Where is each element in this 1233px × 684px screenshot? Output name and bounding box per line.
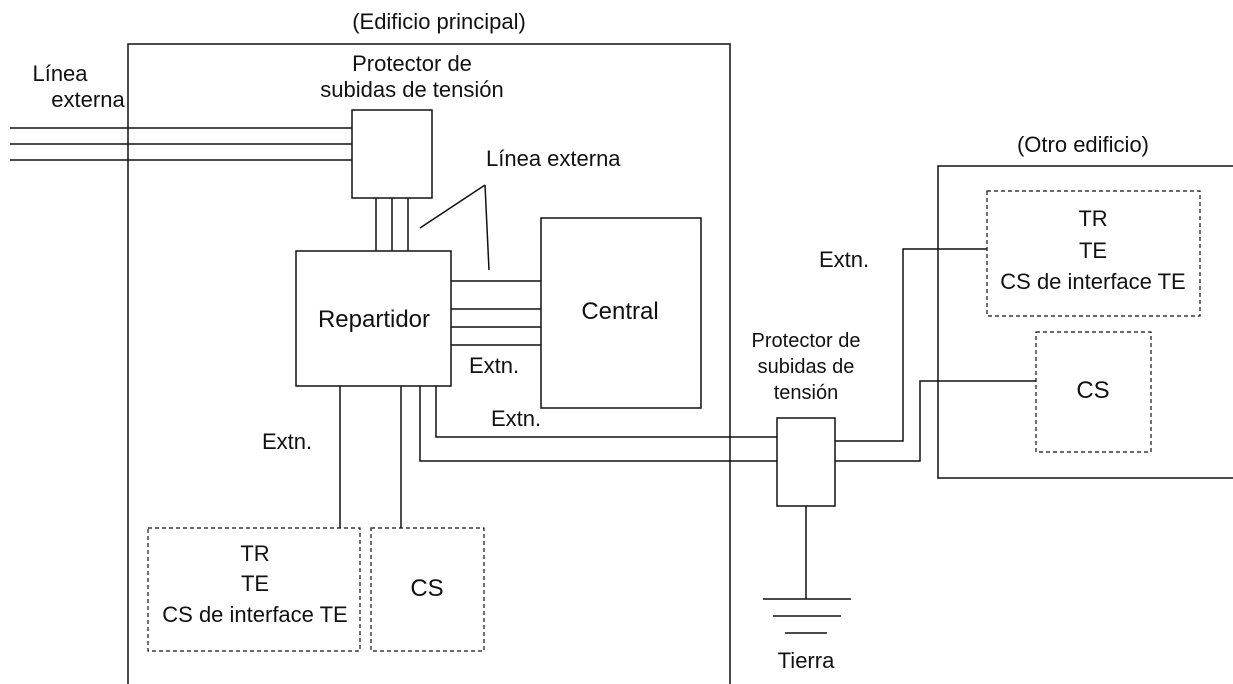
cs-main-box (370, 527, 485, 652)
cs-main-label: CS (410, 575, 444, 602)
cs-other-box (1035, 331, 1152, 453)
surge-protector-main-label-2: subidas de tensión (320, 77, 504, 102)
distributor-box (295, 250, 452, 387)
surge-protector-outdoor-box (776, 417, 836, 507)
distributor-label: Repartidor (317, 306, 431, 333)
outdoor-cs-line (835, 380, 1036, 462)
dist-outdoor-line-2 (419, 386, 777, 462)
device-group-other-te: TE (1078, 238, 1108, 263)
device-group-other-box (986, 190, 1201, 317)
external-line-leader-1 (419, 184, 486, 229)
surge-protector-main-box (351, 109, 433, 199)
device-group-other-tr: TR (1078, 206, 1108, 231)
pbx-box (540, 217, 702, 409)
pbx-label: Central (581, 298, 659, 325)
ground-label: Tierra (777, 648, 835, 673)
device-group-other-cs-interface: CS de interface TE (1000, 269, 1186, 294)
device-group-main-te: TE (240, 571, 270, 596)
outdoor-device-line (835, 248, 987, 442)
surge-protector-outdoor-label-1: Protector de (751, 330, 861, 352)
external-line-label-1: Línea (32, 61, 88, 86)
device-group-main-box (147, 527, 361, 652)
main-building-title: (Edificio principal) (352, 9, 526, 34)
cs-other-label: CS (1076, 377, 1110, 404)
surge-protector-main-label-1: Protector de (352, 51, 472, 76)
surge-protector-outdoor-label-3: tensión (773, 382, 839, 404)
extension-label-other: Extn. (819, 247, 870, 272)
device-group-main-cs-interface: CS de interface TE (162, 602, 348, 627)
external-line-leader-2 (484, 184, 490, 271)
external-line-label-2: externa (51, 87, 125, 112)
other-building-title: (Otro edificio) (1016, 132, 1150, 157)
extension-label-central: Extn. (469, 353, 520, 378)
device-group-main-tr: TR (240, 541, 270, 566)
main-building-outline (127, 43, 731, 684)
external-line-inner-label: Línea externa (486, 146, 621, 171)
extension-label-left: Extn. (262, 429, 313, 454)
extension-label-mid: Extn. (491, 406, 542, 431)
other-building-outline (937, 165, 1233, 479)
dist-outdoor-line-1 (435, 386, 777, 438)
surge-protector-outdoor-label-2: subidas de (757, 356, 855, 378)
